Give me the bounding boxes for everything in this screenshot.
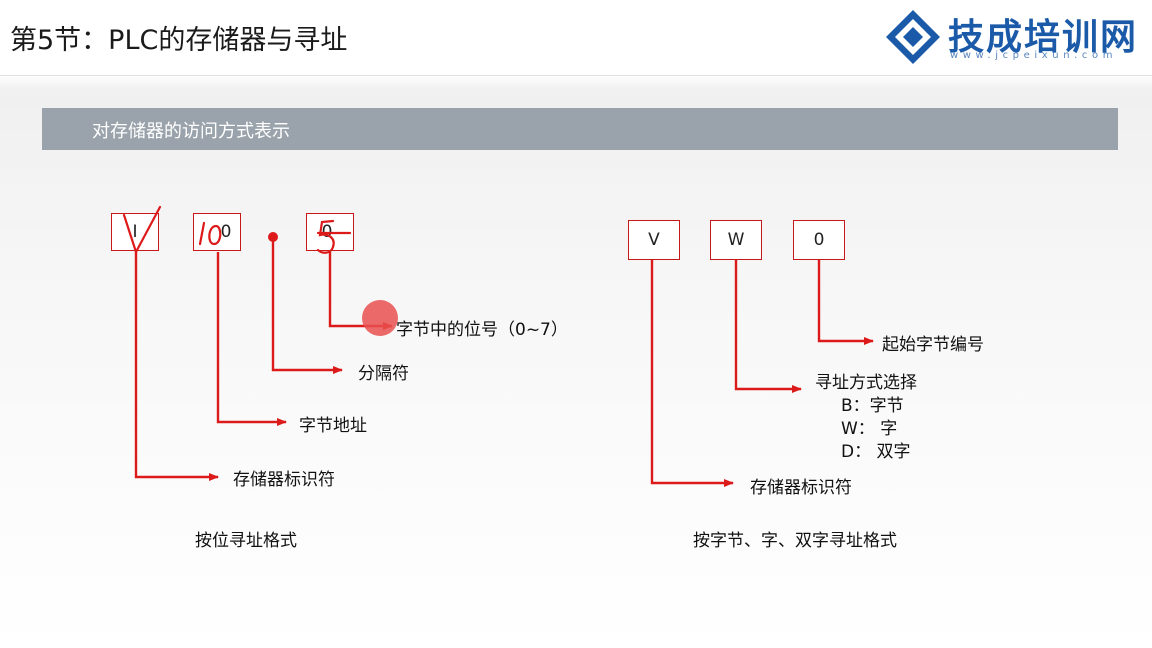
word-mode-box: W bbox=[710, 220, 762, 260]
word-mode-value: W bbox=[727, 230, 745, 250]
connector-memory-id-2 bbox=[650, 260, 734, 487]
word-memory-id-box: V bbox=[628, 220, 680, 260]
section-bar: 对存储器的访问方式表示 bbox=[42, 108, 1118, 150]
connector-memory-id bbox=[134, 252, 219, 481]
label-mode-w: W： 字 bbox=[841, 419, 898, 439]
word-start-byte-value: 0 bbox=[813, 230, 825, 250]
connector-mode-select bbox=[734, 260, 802, 393]
label-mode-d: D： 双字 bbox=[841, 442, 911, 462]
connector-start-byte bbox=[817, 260, 874, 345]
label-separator: 分隔符 bbox=[358, 364, 409, 384]
caption-bit-format: 按位寻址格式 bbox=[195, 531, 297, 551]
label-mode-select: 寻址方式选择 bbox=[815, 373, 917, 393]
section-title: 对存储器的访问方式表示 bbox=[92, 121, 290, 142]
pointer-highlight bbox=[362, 300, 398, 336]
page-title: 第5节：PLC的存储器与寻址 bbox=[10, 25, 348, 56]
separator-dot bbox=[268, 232, 278, 242]
bit-number-value: 0 bbox=[321, 222, 333, 242]
bit-memory-id-value: I bbox=[132, 222, 138, 242]
label-memory-id-2: 存储器标识符 bbox=[750, 478, 852, 498]
word-start-byte-box: 0 bbox=[793, 220, 845, 260]
logo-name: 技成培训网 bbox=[948, 17, 1139, 58]
label-start-byte: 起始字节编号 bbox=[882, 335, 984, 355]
label-memory-id: 存储器标识符 bbox=[233, 470, 335, 490]
label-bit-number: 字节中的位号（0~7） bbox=[396, 320, 568, 340]
header-bar: 第5节：PLC的存储器与寻址 技成培训网 www.jcpeixun.com bbox=[0, 0, 1152, 76]
connector-byte-address bbox=[216, 252, 287, 426]
bit-byte-address-value: 0 bbox=[220, 222, 232, 242]
brand-logo: 技成培训网 www.jcpeixun.com bbox=[884, 6, 1146, 66]
logo-diamond-icon bbox=[886, 10, 940, 64]
label-mode-b: B：字节 bbox=[841, 396, 904, 416]
label-byte-address: 字节地址 bbox=[299, 416, 367, 436]
word-memory-id-value: V bbox=[648, 230, 660, 250]
bit-number-box: 0 bbox=[306, 213, 354, 251]
caption-word-format: 按字节、字、双字寻址格式 bbox=[693, 531, 897, 551]
connector-separator bbox=[271, 240, 343, 374]
bit-byte-address-box: 0 bbox=[193, 213, 241, 251]
bit-memory-id-box: I bbox=[111, 213, 159, 251]
logo-url: www.jcpeixun.com bbox=[950, 50, 1118, 61]
